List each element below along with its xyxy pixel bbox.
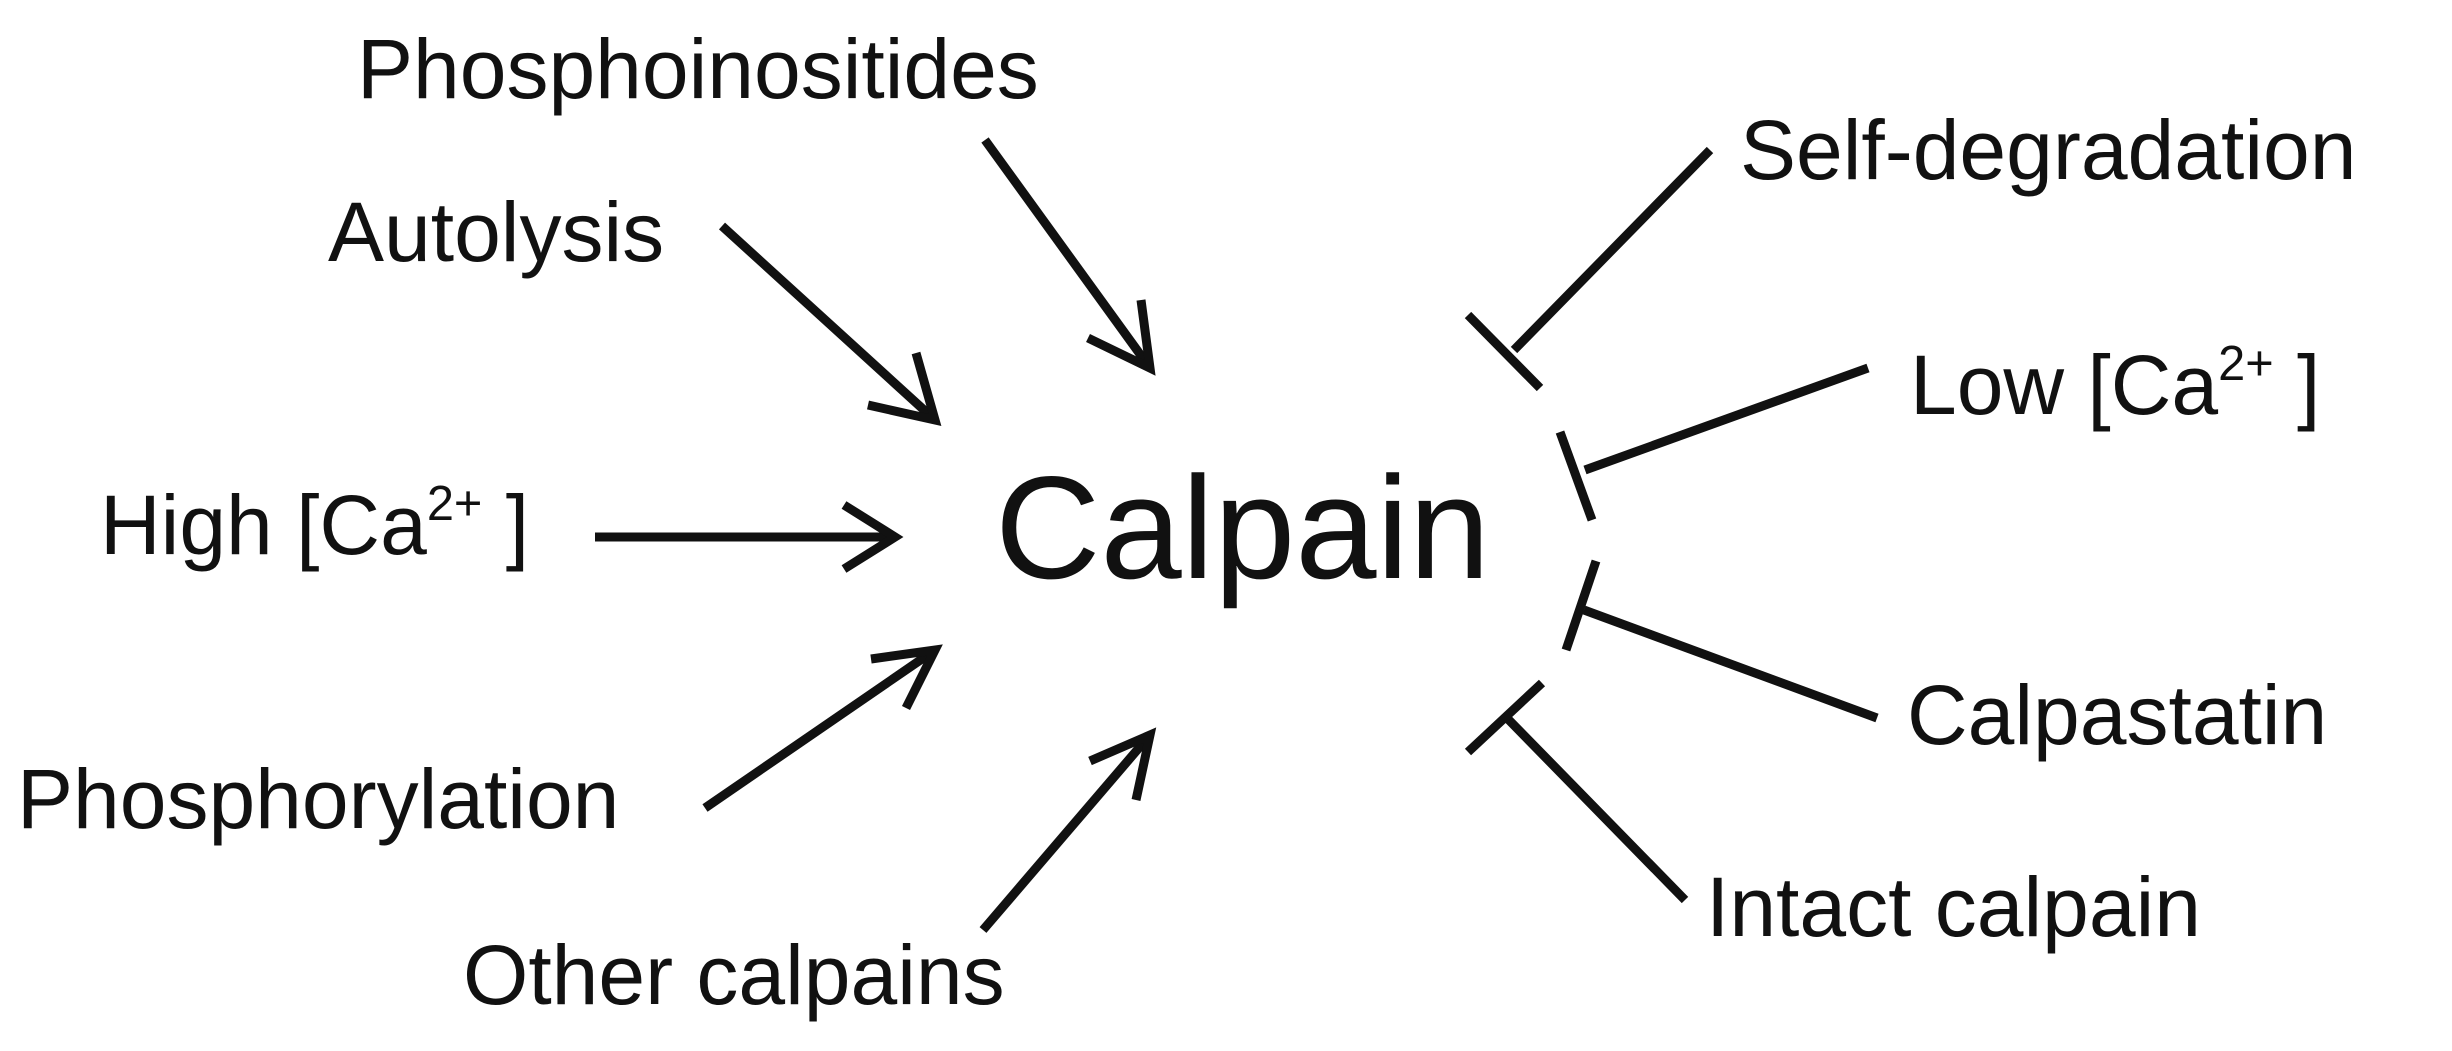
- label-low-ca-superscript: 2+: [2218, 336, 2274, 391]
- label-phosphorylation: Phosphorylation: [17, 752, 620, 846]
- label-low-ca-text: Low [Ca: [1910, 338, 2219, 432]
- label-intact-calpain: Intact calpain: [1706, 860, 2201, 954]
- label-high-ca-text: High [Ca: [100, 478, 427, 572]
- label-high-ca: High [Ca2+ ]: [100, 480, 529, 567]
- label-other-calpains: Other calpains: [463, 928, 1005, 1022]
- label-autolysis: Autolysis: [328, 185, 665, 279]
- inhibition-intact-calpain: [1464, 679, 1689, 904]
- label-high-ca-superscript: 2+: [426, 476, 483, 531]
- label-low-ca: Low [Ca2+ ]: [1910, 340, 2320, 427]
- arrow-autolysis: [718, 222, 942, 427]
- inhibition-low-ca: [1555, 363, 1870, 522]
- label-low-ca-close: ]: [2273, 338, 2321, 432]
- arrow-phosphoinositides: [981, 137, 1156, 376]
- arrow-high-ca: [595, 501, 904, 573]
- calpain-label: Calpain: [995, 446, 1491, 609]
- inhibition-self-degradation: [1464, 146, 1714, 392]
- label-self-degradation: Self-degradation: [1740, 103, 2357, 197]
- label-high-ca-close: ]: [482, 478, 530, 572]
- arrow-phosphorylation: [702, 644, 943, 812]
- label-phosphoinositides: Phosphoinositides: [357, 22, 1039, 116]
- arrow-other-calpains: [979, 727, 1157, 933]
- label-calpastatin: Calpastatin: [1907, 668, 2328, 762]
- inhibition-calpastatin: [1561, 559, 1879, 723]
